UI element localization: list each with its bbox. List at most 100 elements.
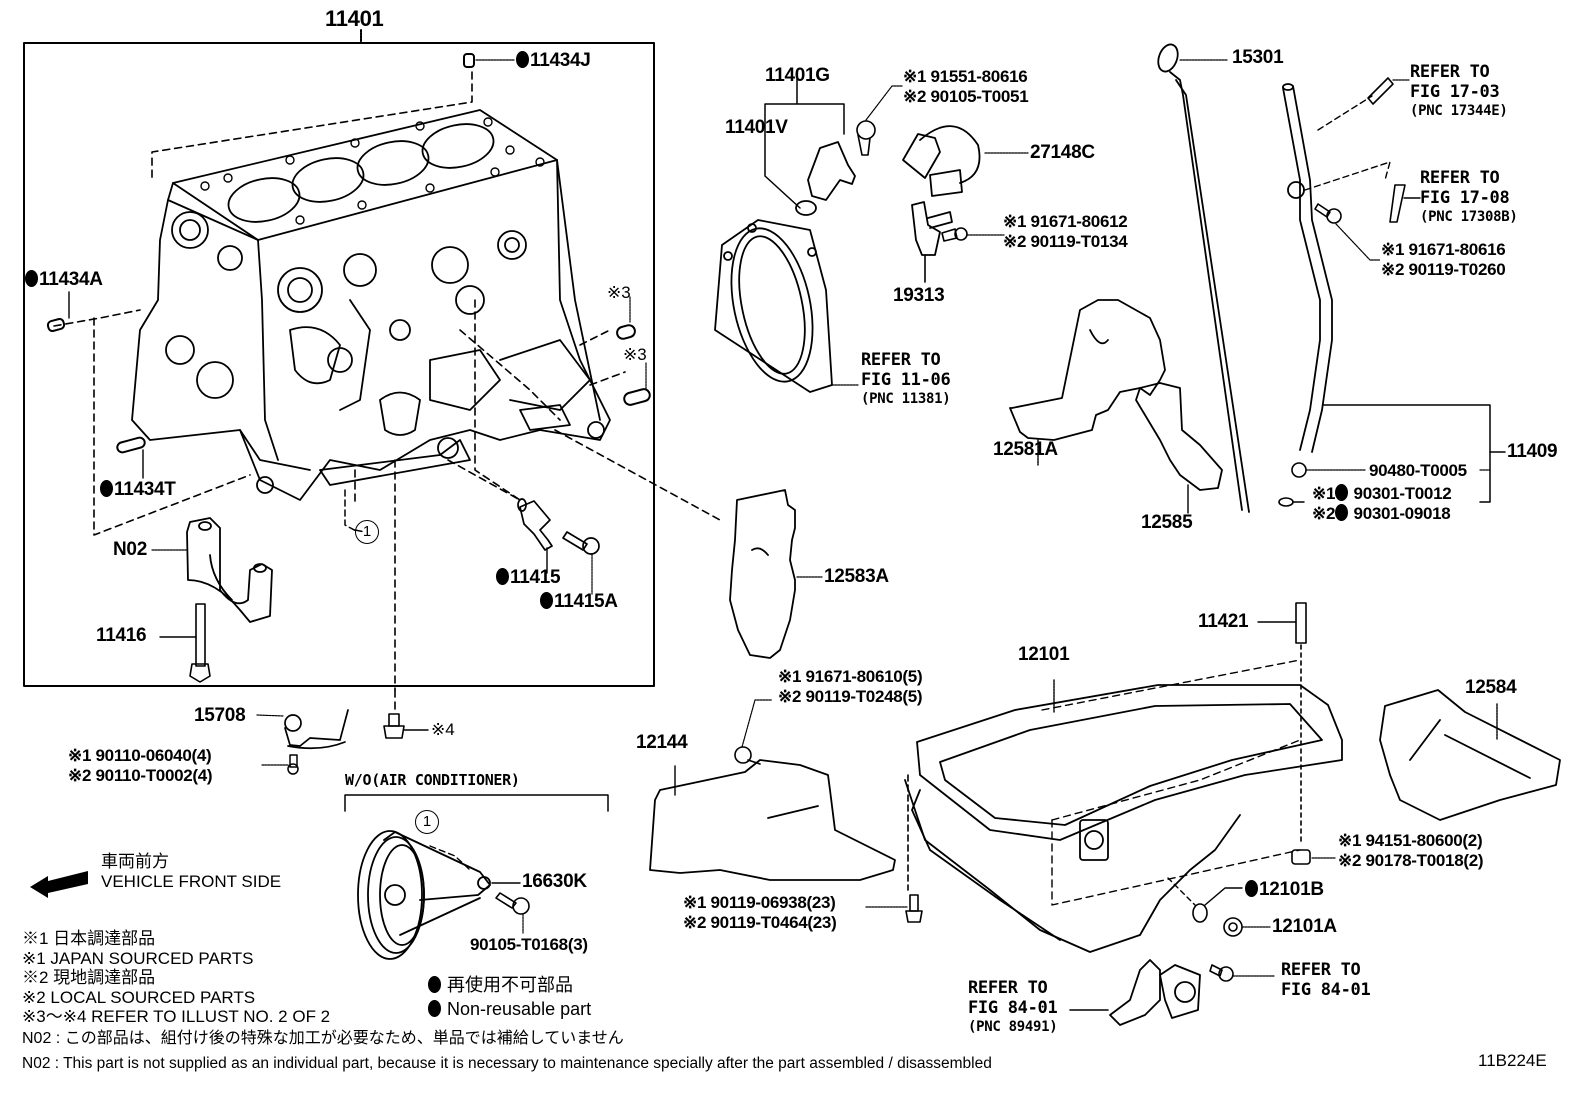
oil-pan-12101 xyxy=(904,684,1343,953)
nonreusable-dot-icon xyxy=(100,480,113,497)
rear-oil-seal-retainer xyxy=(714,219,833,393)
label-12101[interactable]: 12101 xyxy=(1018,644,1070,665)
label-guide-plug[interactable]: 90480-T0005 xyxy=(1369,461,1467,480)
vehicle-front-arrow-shape xyxy=(30,871,88,898)
label-union-bolt[interactable]: ※1 90110-06040(4) ※2 90110-T0002(4) xyxy=(68,746,213,785)
pin-11434a xyxy=(46,317,66,333)
label-n02[interactable]: N02 xyxy=(113,539,147,560)
label-pan-nut[interactable]: ※1 94151-80600(2) ※2 90178-T0018(2) xyxy=(1338,831,1484,870)
label-12101a[interactable]: 12101A xyxy=(1272,916,1337,937)
label-11434t[interactable]: 11434T xyxy=(100,480,176,499)
label-11421[interactable]: 11421 xyxy=(1198,611,1249,632)
label-12584[interactable]: 12584 xyxy=(1465,677,1517,698)
label-12583a[interactable]: 12583A xyxy=(824,566,889,587)
label-guide-bolt[interactable]: ※1 91671-80616 ※2 90119-T0260 xyxy=(1381,240,1506,279)
label-12101b[interactable]: 12101B xyxy=(1245,880,1324,899)
label-12581a[interactable]: 12581A xyxy=(993,439,1058,460)
label-27148c[interactable]: 27148C xyxy=(1030,142,1095,163)
nonreusable-legend: 再使用不可部品 Non-reusable part xyxy=(428,973,591,1021)
n02-note-en: N02 : This part is not supplied as an in… xyxy=(22,1055,992,1072)
nonreusable-dot-icon xyxy=(1245,880,1258,897)
label-15301[interactable]: 15301 xyxy=(1232,47,1284,68)
water-pump-pulley xyxy=(357,830,491,960)
legend-note: ※2 現地調達部品 xyxy=(22,968,156,987)
plug-11434j xyxy=(463,53,475,68)
label-12144[interactable]: 12144 xyxy=(636,732,688,753)
label-11409[interactable]: 11409 xyxy=(1507,441,1558,462)
guide-oring xyxy=(1278,497,1294,507)
guide-hose-1 xyxy=(1367,77,1394,105)
legend-note: ※2 LOCAL SOURCED PARTS xyxy=(22,987,256,1007)
oil-jet-11415 xyxy=(517,498,553,551)
sensor-bolt xyxy=(856,120,876,156)
dipstick-guide-11409 xyxy=(1282,83,1333,453)
label-11434j[interactable]: 11434J xyxy=(516,51,591,70)
callout-1-pump: 1 xyxy=(415,810,439,834)
wo-ac-bracket xyxy=(344,794,609,812)
insulator-12584 xyxy=(1379,689,1561,821)
n02-note-jp: N02 : この部品は、組付け後の特殊な加工が必要なため、単品では補給していませ… xyxy=(22,1030,624,1047)
pan-nut xyxy=(1291,849,1311,865)
label-11415a[interactable]: 11415A xyxy=(540,592,618,611)
sensor-11401g xyxy=(795,141,856,216)
label-11416[interactable]: 11416 xyxy=(96,625,147,646)
label-pump-bolt[interactable]: 90105-T0168(3) xyxy=(470,935,588,954)
bolt-11415a xyxy=(562,531,600,555)
oil-union-15708 xyxy=(284,709,349,750)
label-11401v[interactable]: 11401V xyxy=(725,117,788,138)
label-pan-bolts[interactable]: ※1 91671-80610(5) ※2 90119-T0248(5) xyxy=(778,667,923,706)
label-19313[interactable]: 19313 xyxy=(893,285,945,306)
bolt-note4 xyxy=(383,713,405,739)
label-16630k[interactable]: 16630K xyxy=(522,871,587,892)
direction-label: 車両前方 VEHICLE FRONT SIDE xyxy=(101,852,282,891)
pin-11434t xyxy=(116,436,146,454)
label-sensor-bolt[interactable]: ※1 91551-80616 ※2 90105-T0051 xyxy=(903,67,1029,106)
figure-code: 11B224E xyxy=(1478,1051,1547,1070)
callout-1-block: 1 xyxy=(355,520,379,544)
guide-bolt xyxy=(1314,203,1342,224)
label-11401g[interactable]: 11401G xyxy=(765,65,830,86)
baffle-12144 xyxy=(649,759,896,881)
label-bracket-bolt[interactable]: ※1 91671-80612 ※2 90119-T0134 xyxy=(1003,212,1128,251)
dipstick-15301 xyxy=(1157,43,1250,513)
insulator-12583a xyxy=(729,489,796,659)
nonreusable-dot-icon xyxy=(540,592,553,609)
pin-note3-b xyxy=(623,388,651,406)
guide-hose-2 xyxy=(1389,184,1406,223)
nonreusable-dot-icon xyxy=(428,1000,441,1017)
bracket-19313 xyxy=(911,201,953,256)
wire-harness-27148c xyxy=(902,125,981,197)
legend-note: ※1 JAPAN SOURCED PARTS xyxy=(22,948,254,968)
label-11434a[interactable]: 11434A xyxy=(25,270,103,289)
pan-bolt-main xyxy=(905,894,923,923)
guide-plug xyxy=(1291,462,1307,478)
pin-note3-a xyxy=(616,324,636,340)
label-guide-oring[interactable]: ※1 90301-T0012 ※2 90301-09018 xyxy=(1312,484,1452,523)
nonreusable-dot-icon xyxy=(25,270,38,287)
label-11415[interactable]: 11415 xyxy=(496,568,561,587)
bolt-11416 xyxy=(189,603,211,683)
legend-note: ※3～※4 REFER TO ILLUST NO. 2 OF 2 xyxy=(22,1007,331,1026)
label-12585[interactable]: 12585 xyxy=(1141,512,1193,533)
nonreusable-dot-icon xyxy=(1335,503,1349,521)
label-note3-a: ※3 xyxy=(607,283,631,302)
union-bolt xyxy=(287,754,299,775)
label-pan-bolt-main[interactable]: ※1 90119-06938(23) ※2 90119-T0464(23) xyxy=(683,893,837,932)
pump-bolt xyxy=(495,892,530,915)
assembly-frame xyxy=(23,42,655,687)
nonreusable-dot-icon xyxy=(516,51,529,68)
block-dashed-leaders xyxy=(53,71,721,713)
bearing-cap-n02 xyxy=(186,517,273,623)
sourcing-legend: ※1 日本調達部品 ※1 JAPAN SOURCED PARTS ※2 現地調達… xyxy=(22,929,330,1027)
label-15708[interactable]: 15708 xyxy=(194,705,246,726)
label-note4: ※4 xyxy=(431,720,455,739)
label-11401[interactable]: 11401 xyxy=(325,6,384,31)
insulator-12581a xyxy=(1009,299,1166,441)
